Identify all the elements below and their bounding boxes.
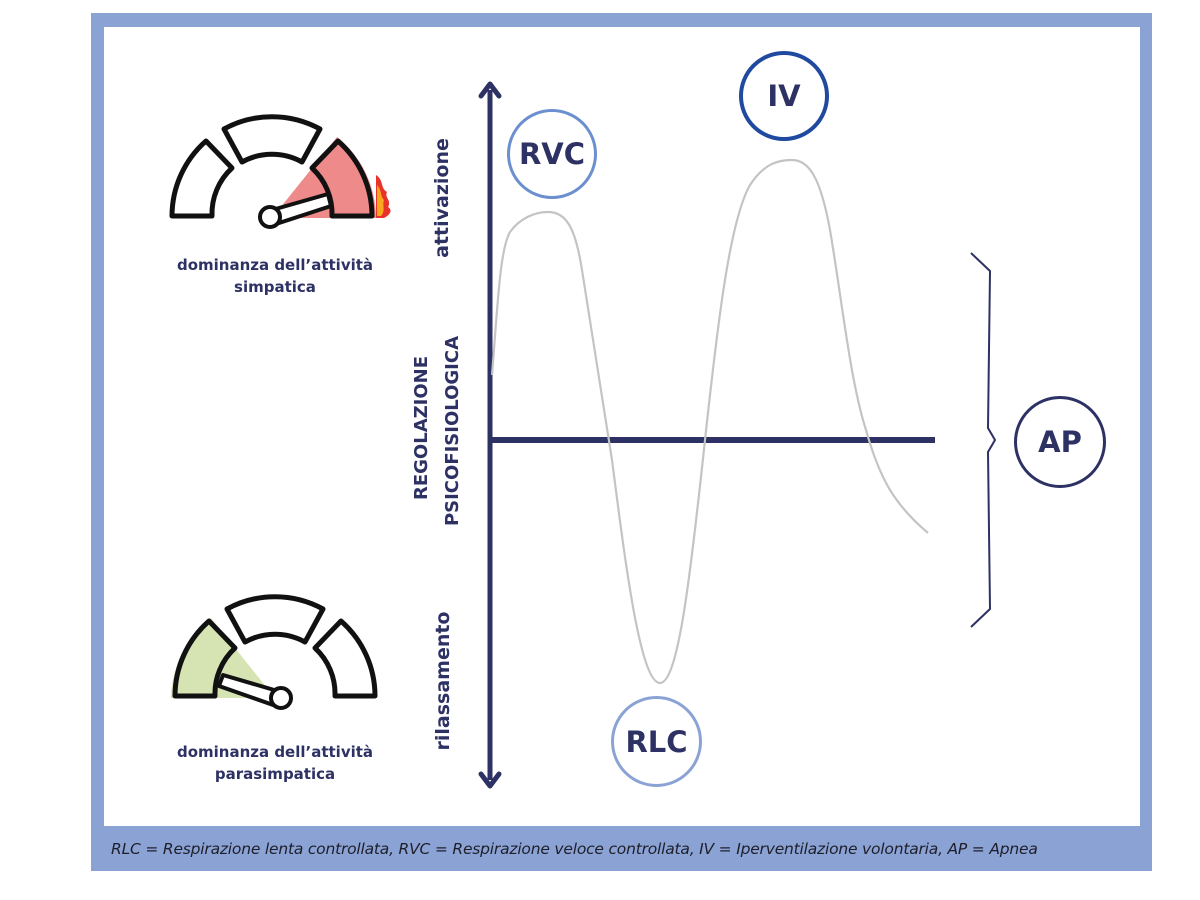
sympathetic-gauge-icon bbox=[169, 114, 391, 229]
arrow-up-icon bbox=[478, 81, 502, 99]
sympathetic-label-line1: dominanza dell’attività bbox=[176, 256, 374, 274]
gauge-segment-middle bbox=[221, 114, 323, 165]
axis-title-line2: PSICOFISIOLOGICA bbox=[442, 335, 463, 527]
node-rlc-label: RLC bbox=[625, 724, 688, 759]
node-rlc: RLC bbox=[611, 696, 702, 787]
node-ap-label: AP bbox=[1038, 425, 1082, 459]
gauge-segment-right bbox=[312, 618, 378, 699]
gauge-segment-right bbox=[309, 138, 375, 219]
legend-text: RLC = Respirazione lenta controllata, RV… bbox=[111, 839, 1038, 858]
flame-icon bbox=[376, 175, 391, 218]
arrow-down-icon bbox=[478, 771, 502, 789]
axis-top-label: attivazione bbox=[431, 138, 453, 258]
axis-bottom-label: rilassamento bbox=[432, 611, 454, 751]
gauge-segment-left bbox=[172, 618, 238, 699]
node-ap: AP bbox=[1014, 396, 1106, 488]
gauge-segment-left bbox=[169, 138, 235, 219]
parasympathetic-label-line2: parasimpatica bbox=[214, 765, 336, 783]
sympathetic-label: dominanza dell’attività simpatica bbox=[145, 254, 405, 298]
node-rvc-label: RVC bbox=[518, 137, 586, 171]
legend-bar: RLC = Respirazione lenta controllata, RV… bbox=[91, 826, 1152, 871]
node-rvc: RVC bbox=[507, 109, 597, 199]
node-iv-label: IV bbox=[767, 79, 801, 113]
parasympathetic-label-line1: dominanza dell’attività bbox=[176, 743, 374, 761]
node-iv: IV bbox=[739, 51, 829, 141]
sympathetic-label-line2: simpatica bbox=[234, 278, 316, 296]
axis-title-line1: REGOLAZIONE bbox=[411, 355, 432, 500]
gauge-segment-middle bbox=[224, 594, 326, 645]
vertical-axis bbox=[478, 81, 502, 789]
parasympathetic-label: dominanza dell’attività parasimpatica bbox=[145, 741, 405, 785]
gauge-needle bbox=[258, 192, 333, 229]
brace-icon bbox=[970, 252, 996, 628]
physiological-curve bbox=[490, 158, 929, 685]
parasympathetic-gauge-icon bbox=[171, 594, 378, 710]
gauge-needle bbox=[217, 673, 293, 710]
